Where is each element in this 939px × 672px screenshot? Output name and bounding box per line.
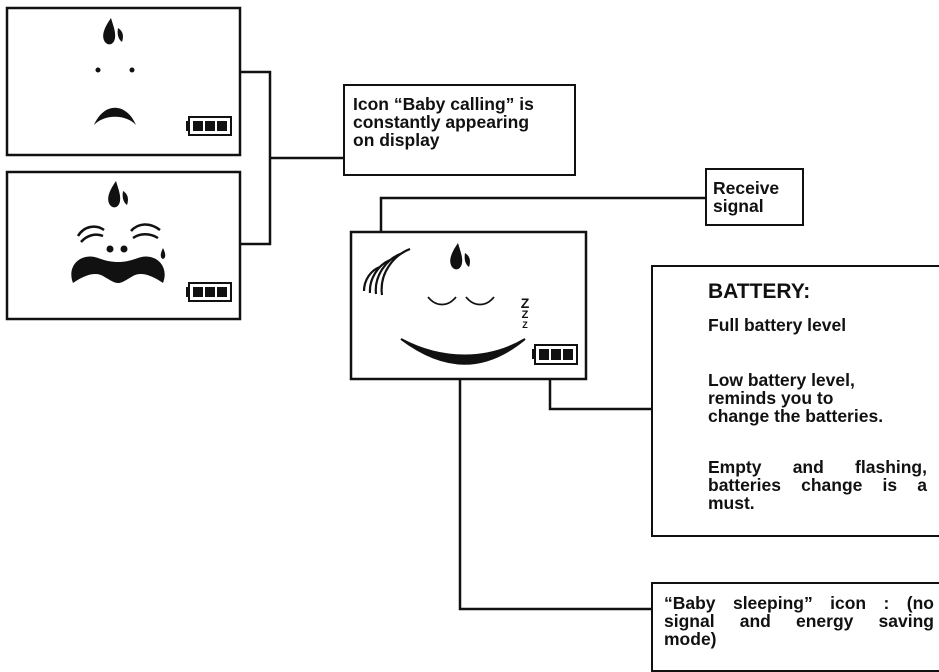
- battery-empty-line-2: batteries change is a: [708, 475, 927, 495]
- receive-signal-text: Receive signal: [713, 179, 779, 215]
- display-sleeping: [349, 230, 588, 381]
- baby-sleeping-callout: [651, 582, 939, 672]
- receive-signal-callout: Receive signal: [705, 168, 804, 226]
- battery-full-label: Full battery level: [708, 315, 847, 335]
- battery-low-line-1: Low battery level,: [708, 370, 855, 390]
- drop-icon: [103, 18, 123, 45]
- battery-legend: [651, 265, 939, 537]
- sad-face-icon: [94, 67, 136, 125]
- baby-sleeping-line-1: “Baby sleeping” icon : (no: [664, 593, 934, 613]
- baby-calling-line-1: Icon “Baby calling” is: [353, 94, 534, 114]
- baby-calling-callout: Icon “Baby calling” is constantly appear…: [343, 84, 576, 176]
- battery-empty-line-3: must.: [708, 493, 755, 513]
- zzz-label: Z Z Z: [515, 295, 535, 330]
- display-sad: [5, 6, 242, 157]
- z-medium: Z: [521, 309, 529, 321]
- battery-connector: [548, 374, 651, 411]
- receive-signal-line-1: Receive: [713, 178, 780, 198]
- z-small: Z: [522, 320, 528, 330]
- crying-face-icon: [71, 223, 166, 283]
- baby-calling-line-2: constantly appearing: [353, 112, 530, 132]
- z-large: Z: [520, 295, 530, 311]
- battery-empty-label: Empty and flashing, batteries change is …: [708, 458, 927, 512]
- receive-signal-line-2: signal: [713, 196, 764, 216]
- sleeping-connector: [458, 362, 651, 611]
- baby-calling-text: Icon “Baby calling” is constantly appear…: [353, 95, 534, 149]
- battery-low-line-3: change the batteries.: [708, 406, 884, 426]
- baby-sleeping-text: “Baby sleeping” icon : (no signal and en…: [664, 594, 934, 648]
- battery-low-line-2: reminds you to: [708, 388, 834, 408]
- battery-full-icon: [186, 116, 232, 136]
- battery-full-icon: [186, 282, 232, 302]
- display-crying: [5, 170, 242, 321]
- battery-full-icon: [532, 344, 578, 365]
- sleeping-face-icon: [400, 296, 526, 365]
- baby-sleeping-line-2: signal and energy saving: [664, 611, 934, 631]
- battery-legend-title: BATTERY:: [708, 280, 811, 303]
- drop-icon: [450, 243, 470, 270]
- calling-bracket: [241, 70, 272, 246]
- signal-waves-icon: [362, 247, 411, 296]
- drop-icon: [108, 181, 128, 208]
- baby-sleeping-line-3: mode): [664, 629, 717, 649]
- receive-connector: [379, 196, 705, 241]
- baby-calling-line-3: on display: [353, 130, 440, 150]
- battery-low-label: Low battery level, reminds you to change…: [708, 371, 928, 425]
- battery-empty-line-1: Empty and flashing,: [708, 457, 927, 477]
